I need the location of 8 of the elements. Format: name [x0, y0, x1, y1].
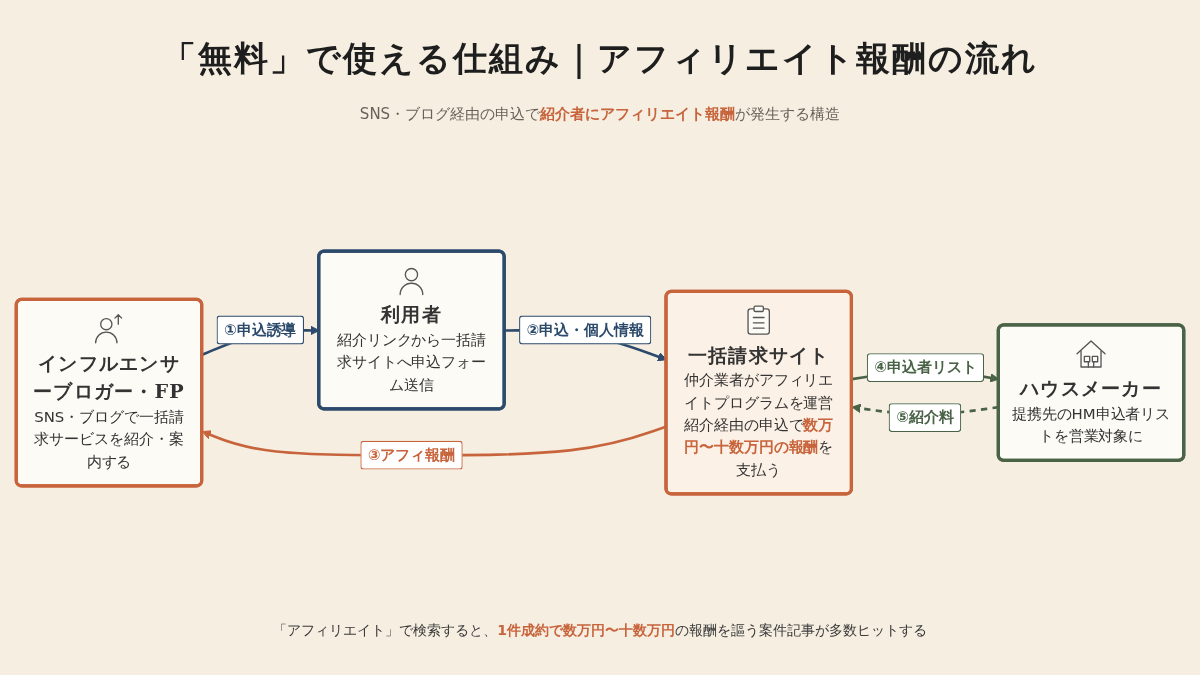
edge-label: ①申込誘導 — [224, 320, 297, 338]
edge-label: ②申込・個人情報 — [526, 320, 644, 338]
edge-label: ③アフィ報酬 — [367, 446, 456, 464]
edge-label: ⑤紹介料 — [896, 408, 954, 426]
footnote: 「アフィリエイト」で検索すると、1件成約で数万円〜十数万円の報酬を謳う案件記事が多数ヒットする — [273, 622, 927, 638]
subtitle: SNS・ブログ経由の申込で紹介者にアフィリエイト報酬が発生する構造 — [359, 105, 841, 123]
edge-label: ④申込者リスト — [874, 358, 977, 376]
title: 「無料」で使える仕組み｜アフィリエイト報酬の流れ — [162, 37, 1038, 81]
